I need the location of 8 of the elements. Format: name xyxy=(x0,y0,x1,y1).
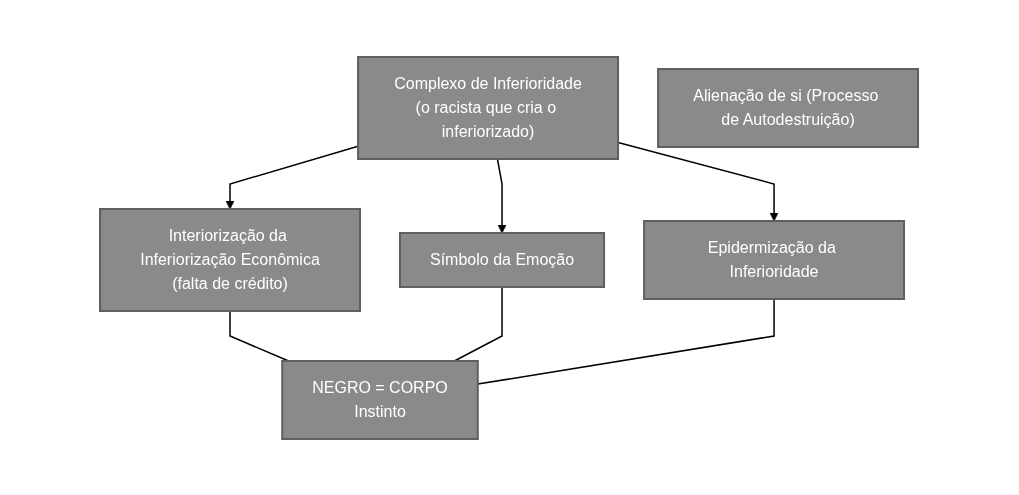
node-box: Alienação de si (Processo de Autodestruição) xyxy=(657,67,920,148)
node-box: Símbolo da Emoção xyxy=(399,231,606,288)
connector xyxy=(454,285,504,362)
node-box: Interiorização da Inferiorização Econômica (falta de crédito) xyxy=(99,207,362,312)
node-box: Complexo de Inferioridade (o racista que cria o inferiorizado) xyxy=(357,55,620,160)
node-box: NEGRO = CORPO Instinto xyxy=(281,359,480,440)
node-box: Epidermização da Inferioridade xyxy=(643,219,906,300)
arrow xyxy=(497,157,507,233)
